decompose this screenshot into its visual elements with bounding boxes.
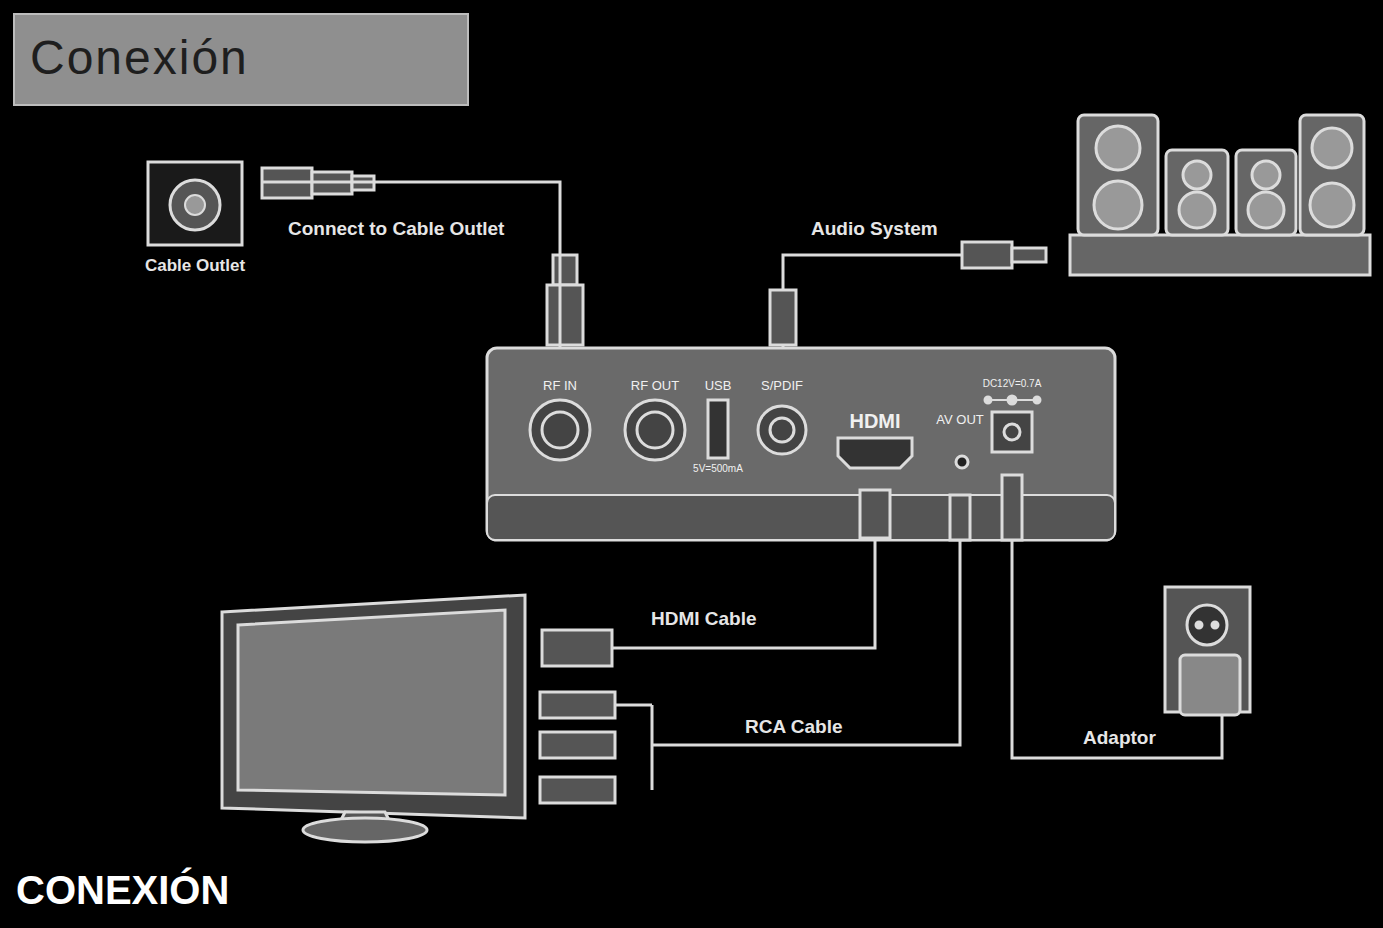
audio-cable <box>783 255 965 348</box>
speaker <box>1300 115 1364 235</box>
port-label: S/PDIF <box>761 378 803 393</box>
cable-label: Audio System <box>808 218 941 240</box>
caption: CONEXIÓN <box>16 868 229 913</box>
speaker <box>1078 115 1158 235</box>
av-out-port <box>956 456 968 468</box>
hdmi-port <box>838 438 912 468</box>
hdmi-plug <box>860 490 890 538</box>
rf-in-port <box>530 400 590 460</box>
dc-plug <box>1002 475 1022 540</box>
power-adaptor <box>1180 655 1240 715</box>
port-label: RF OUT <box>631 378 679 393</box>
audio-plug <box>962 242 1012 268</box>
speaker <box>1236 150 1296 235</box>
cable-label: Connect to Cable Outlet <box>285 218 507 240</box>
audio-plug <box>1012 248 1046 262</box>
rca-cable <box>615 704 652 707</box>
power-rating: DC12V=0.7A <box>983 378 1042 389</box>
port-rating: 5V=500mA <box>693 463 743 474</box>
tv-screen <box>238 610 505 795</box>
rca-cable <box>652 540 960 745</box>
title: Conexión <box>30 30 249 85</box>
title-band <box>14 14 468 105</box>
usb-port <box>708 400 728 458</box>
rca-cable <box>651 705 654 790</box>
tv-stand <box>303 818 427 842</box>
port-label: AV OUT <box>936 412 983 427</box>
cable-outlet: Cable Outlet <box>132 160 262 285</box>
hdmi-cable <box>612 540 875 648</box>
coax-cable <box>262 182 560 348</box>
cable-label: Adaptor <box>1080 727 1159 749</box>
rca-plug <box>540 692 615 718</box>
f-plug <box>547 285 583 345</box>
audio-system <box>1070 235 1370 275</box>
set-top-box: RF IN RF OUT USB S/PDIF 5V=500mA HDMI AV OUT DC… <box>487 348 1115 540</box>
hdmi-logo: HDMI <box>849 410 900 433</box>
set-top-box <box>487 348 1115 540</box>
outlet-label: Cable Outlet <box>145 256 245 276</box>
cable-label: HDMI Cable <box>648 608 760 630</box>
cable-label: RCA Cable <box>742 716 845 738</box>
f-plug <box>553 255 577 285</box>
port-label: RF IN <box>543 378 577 393</box>
hdmi-plug <box>542 630 612 666</box>
rf-out-port <box>625 400 685 460</box>
av-plug <box>950 495 970 540</box>
audio-plug <box>770 290 796 345</box>
rca-plug <box>540 732 615 758</box>
rca-plug <box>540 777 615 803</box>
speaker <box>1166 150 1228 235</box>
port-label: USB <box>705 378 732 393</box>
dc-port <box>992 412 1032 452</box>
spdif-port <box>758 406 806 454</box>
television <box>222 595 525 818</box>
outlet-face <box>132 160 262 250</box>
